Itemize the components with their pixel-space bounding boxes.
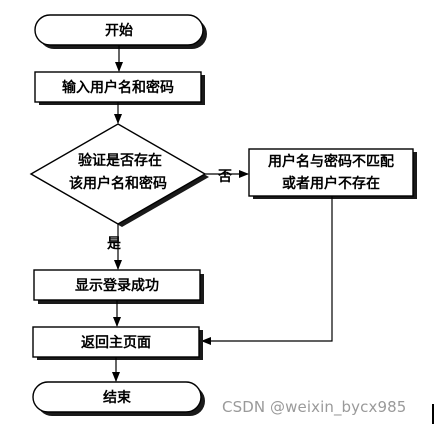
yes-branch-label: 是: [107, 236, 122, 252]
end-terminator: 结束: [32, 381, 205, 416]
home-process-box: 返回主页面: [32, 326, 203, 360]
input-process-box: 输入用户名和密码: [34, 71, 205, 105]
input-label: 输入用户名和密码: [62, 79, 174, 96]
end-label: 结束: [103, 389, 132, 406]
check-decision-diamond: 验证是否存在 该用户名和密码: [29, 123, 209, 227]
start-label: 开始: [105, 22, 133, 39]
text-cursor: [432, 404, 434, 424]
edge-error-to-home: [201, 196, 333, 345]
success-label: 显示登录成功: [75, 277, 159, 294]
home-label: 返回主页面: [81, 334, 151, 351]
watermark-text: CSDN @weixin_bycx985: [222, 398, 407, 416]
start-terminator: 开始: [34, 14, 207, 49]
success-process-box: 显示登录成功: [33, 269, 204, 304]
error-label-line2: 或者用户不存在: [282, 175, 380, 192]
error-label-line1: 用户名与密码不匹配: [268, 153, 394, 170]
check-label-line2: 该用户名和密码: [69, 175, 167, 192]
check-label-line1: 验证是否存在: [78, 152, 162, 169]
error-process-box: 用户名与密码不匹配 或者用户不存在: [248, 148, 417, 199]
no-branch-label: 否: [217, 169, 232, 185]
